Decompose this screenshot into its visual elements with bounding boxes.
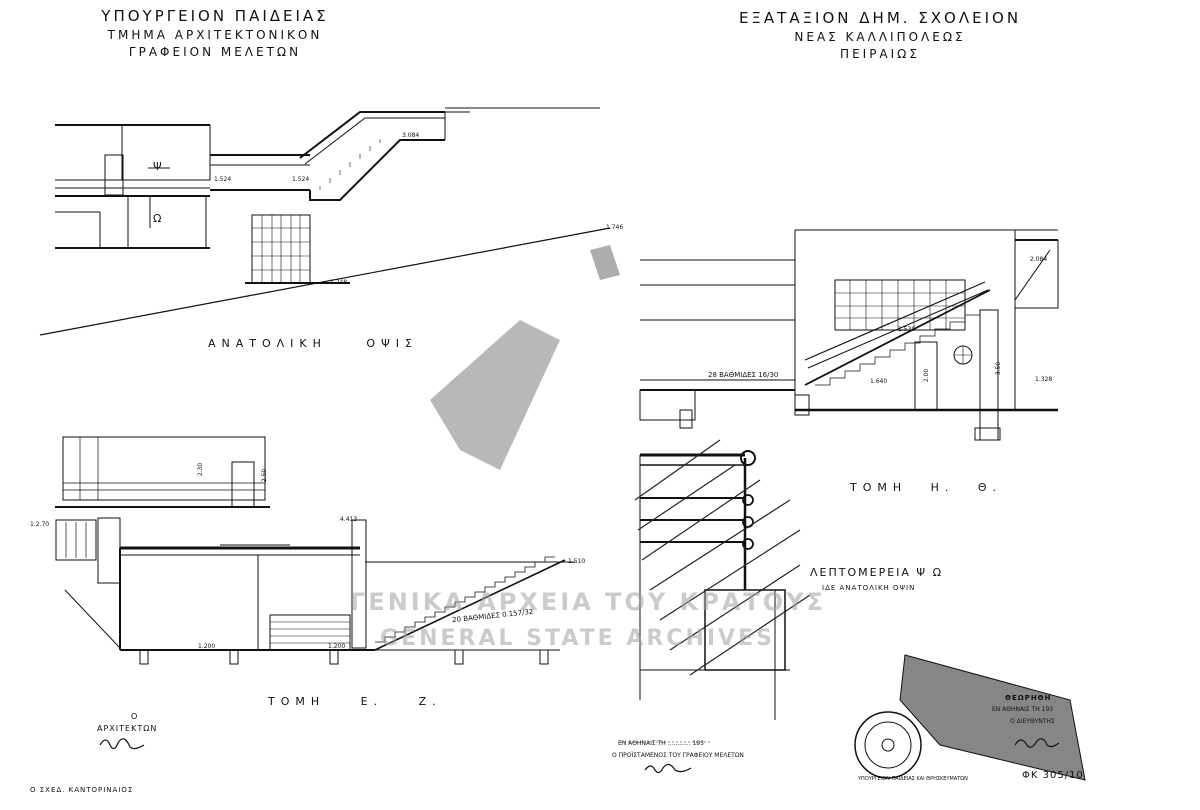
- psi-marker: Ψ: [153, 160, 163, 173]
- detail-psi-omega-drawing: [634, 439, 811, 720]
- director-signature: [1014, 738, 1060, 748]
- project-location: ΝΕΑΣ ΚΑΛΛΙΠΟΛΕΩΣ: [794, 30, 966, 44]
- header-ministry: ΥΠΟΥΡΓΕΙΟΝ ΠΑΙΔΕΙΑΣ ΤΜΗΜΑ ΑΡΧΙΤΕΚΤΟΝΙΚΟΝ…: [70, 6, 360, 61]
- dim-label: 1.524: [214, 176, 232, 183]
- archive-number: ΦΚ 305/10: [1022, 770, 1084, 781]
- office-head-signature: [644, 763, 692, 774]
- dim-label: 2.50: [261, 468, 269, 483]
- dim-label: 2.084: [1030, 256, 1048, 263]
- project-city: ΠΕΙΡΑΙΩΣ: [840, 46, 920, 61]
- approval-place: ΕΝ ΑΘΗΝΑΙΣ ΤΗ 193: [992, 706, 1054, 713]
- approval-label: ΘΕΩΡΗΘΗ: [1005, 694, 1052, 702]
- dim-label: 3.50: [995, 361, 1003, 376]
- dim-label: 1.200: [198, 643, 216, 650]
- dim-label: 1.746: [606, 224, 624, 231]
- ink-smudge-stamp: [899, 654, 1086, 781]
- archive-watermark-english: GENERAL STATE ARCHIVES: [380, 626, 775, 651]
- dim-label: 2.30: [197, 462, 205, 477]
- dim-label: 1.640: [870, 378, 888, 385]
- section-ez-title: ΤΟΜΗ Ε. Ζ.: [268, 695, 442, 708]
- dim-label: 2.00: [923, 368, 931, 383]
- dim-label: 1.510: [568, 558, 586, 565]
- ministry-name: ΥΠΟΥΡΓΕΙΟΝ ΠΑΙΔΕΙΑΣ: [101, 7, 329, 25]
- dim-label: 3.084: [402, 132, 420, 139]
- drafter-label: Ο ΣΧΕΔ. ΚΑΝΤΟΡΙΝΑΙΟΣ: [30, 786, 134, 794]
- date-line: ΕΝ ΑΘΗΝΑΙΣ ΤΗ ............ 193: [618, 740, 704, 747]
- dim-label: 1.200: [328, 643, 346, 650]
- stain-smudge: [430, 245, 620, 470]
- office-head-label: Ο ΠΡΟΪΣΤΑΜΕΝΟΣ ΤΟΥ ΓΡΑΦΕΙΟΥ ΜΕΛΕΤΩΝ: [612, 752, 744, 759]
- dim-label: 1.2.70: [30, 521, 50, 528]
- section-ht-title: ΤΟΜΗ Η. Θ.: [850, 481, 1003, 494]
- detail-title: ΛΕΠΤΟΜΕΡΕΙΑ Ψ Ω: [810, 566, 943, 579]
- steps-ht-label: 28 ΒΑΘΜΙΔΕΣ 16/30: [708, 371, 779, 379]
- east-elevation-drawing: [39, 107, 611, 336]
- section-ht-drawing: [639, 229, 1059, 441]
- dim-label: 1.530: [898, 326, 916, 333]
- east-elevation-title: ΑΝΑΤΟΛΙΚΗ ΟΨΙΣ: [208, 337, 418, 350]
- section-ez-drawing: [55, 436, 575, 665]
- project-title: ΕΞΑΤΑΞΙΟΝ ΔΗΜ. ΣΧΟΛΕΙΟΝ: [738, 9, 1022, 27]
- director-label: Ο ΔΙΕΥΘΥΝΤΗΣ: [1010, 718, 1055, 725]
- dim-label: 4.413: [340, 516, 358, 523]
- architect-signature: [99, 738, 145, 750]
- dim-label: 1.524: [292, 176, 310, 183]
- approval-seal: [854, 711, 922, 779]
- archive-watermark-greek: ΓΕΝΙΚΑ ΑΡΧΕΙΑ ΤΟΥ ΚΡΑΤΟΥΣ: [350, 588, 826, 616]
- dim-label: 1.248: [330, 279, 348, 286]
- detail-subtitle: ΙΔΕ ΑΝΑΤΟΛΙΚΗ ΟΨΙΝ: [822, 584, 916, 592]
- seal-text: ΥΠΟΥΡΓΕΙΟΝ ΠΑΙΔΕΙΑΣ ΚΑΙ ΘΡΗΣΚΕΥΜΑΤΩΝ: [858, 776, 968, 782]
- header-project: ΕΞΑΤΑΞΙΟΝ ΔΗΜ. ΣΧΟΛΕΙΟΝ ΝΕΑΣ ΚΑΛΛΙΠΟΛΕΩΣ…: [700, 8, 1060, 63]
- department-name: ΤΜΗΜΑ ΑΡΧΙΤΕΚΤΟΝΙΚΟΝ: [107, 28, 323, 42]
- omega-marker: Ω: [153, 212, 163, 225]
- dim-label: 1.328: [1035, 376, 1053, 383]
- architect-label: ΑΡΧΙΤΕΚΤΩΝ: [97, 724, 158, 733]
- architect-title: Ο: [131, 712, 139, 721]
- office-name: ΓΡΑΦΕΙΟΝ ΜΕΛΕΤΩΝ: [128, 44, 302, 59]
